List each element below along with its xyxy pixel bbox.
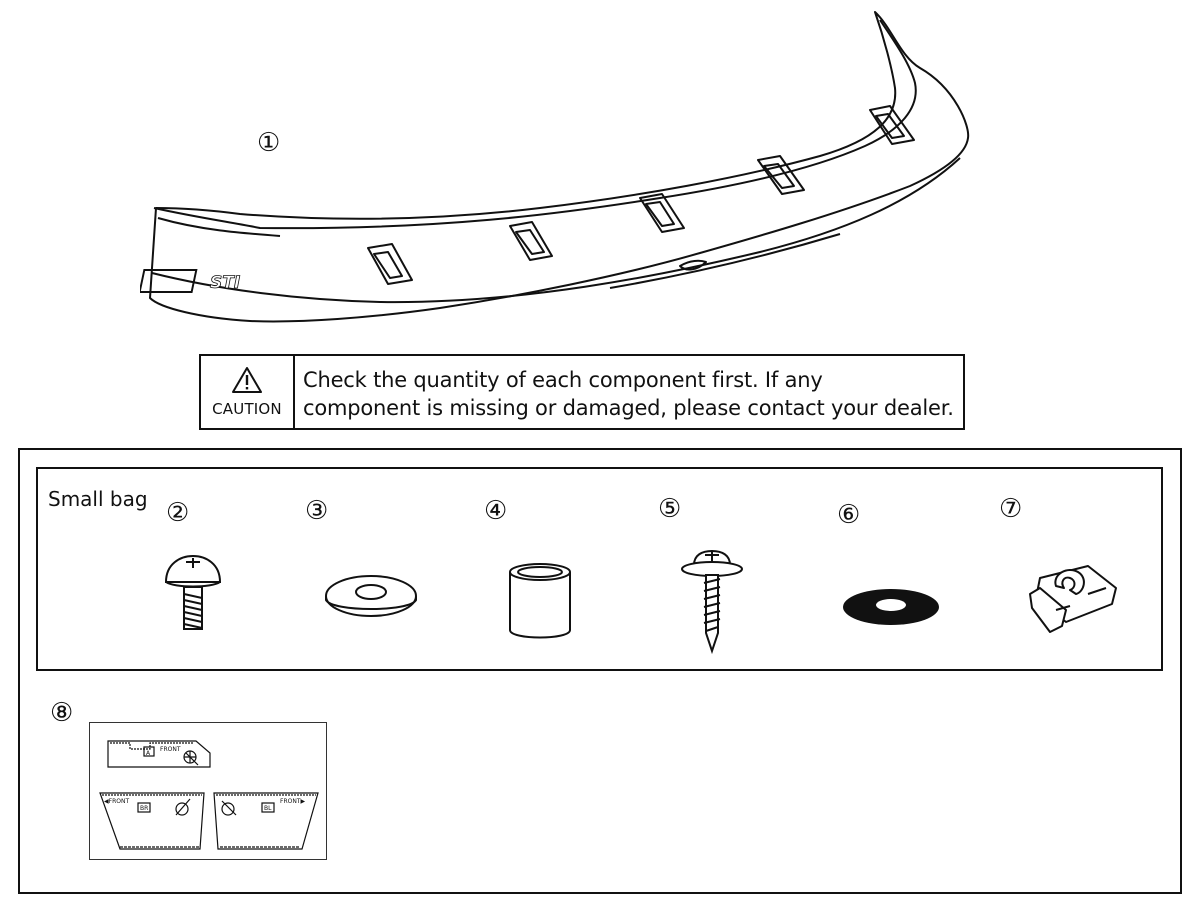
clip-nut-part bbox=[1029, 565, 1117, 633]
svg-text:FRONT▶: FRONT▶ bbox=[280, 798, 305, 805]
washer-part bbox=[325, 575, 417, 617]
sti-logo: STI bbox=[140, 269, 241, 293]
svg-text:◀FRONT: ◀FRONT bbox=[104, 798, 129, 805]
components-frame bbox=[18, 448, 1182, 894]
warning-triangle-icon bbox=[232, 367, 262, 393]
callout-2: ② bbox=[166, 498, 190, 528]
svg-text:FRONT: FRONT bbox=[160, 746, 181, 753]
caution-line-1: Check the quantity of each component fir… bbox=[303, 368, 823, 392]
callout-3: ③ bbox=[305, 496, 329, 526]
svg-text:BR: BR bbox=[140, 805, 148, 812]
callout-1: ① bbox=[257, 128, 281, 158]
svg-text:STI: STI bbox=[210, 273, 240, 293]
small-bag-label: Small bag bbox=[48, 487, 148, 511]
rubber-washer-part bbox=[843, 589, 939, 625]
bolt-part bbox=[164, 554, 222, 630]
caution-label: CAUTION bbox=[212, 400, 282, 418]
caution-badge: CAUTION bbox=[201, 356, 295, 428]
rear-spoiler-illustration: STI bbox=[140, 11, 970, 323]
caution-box: CAUTION Check the quantity of each compo… bbox=[199, 354, 965, 430]
caution-message: Check the quantity of each component fir… bbox=[295, 356, 963, 428]
small-bag-frame bbox=[36, 467, 1163, 671]
tapping-screw-part bbox=[681, 549, 743, 655]
callout-8: ⑧ bbox=[50, 698, 74, 728]
decal-sheet: A FRONT ◀FRONT BR BL FRONT▶ bbox=[89, 722, 327, 860]
svg-text:A: A bbox=[146, 750, 151, 757]
callout-7: ⑦ bbox=[999, 494, 1023, 524]
decal-sheet-illustration: A FRONT ◀FRONT BR BL FRONT▶ bbox=[99, 740, 319, 850]
svg-text:BL: BL bbox=[264, 805, 272, 812]
callout-6: ⑥ bbox=[837, 500, 861, 530]
callout-5: ⑤ bbox=[658, 494, 682, 524]
callout-4: ④ bbox=[484, 496, 508, 526]
caution-line-2: component is missing or damaged, please … bbox=[303, 396, 954, 420]
collar-part bbox=[509, 563, 571, 639]
